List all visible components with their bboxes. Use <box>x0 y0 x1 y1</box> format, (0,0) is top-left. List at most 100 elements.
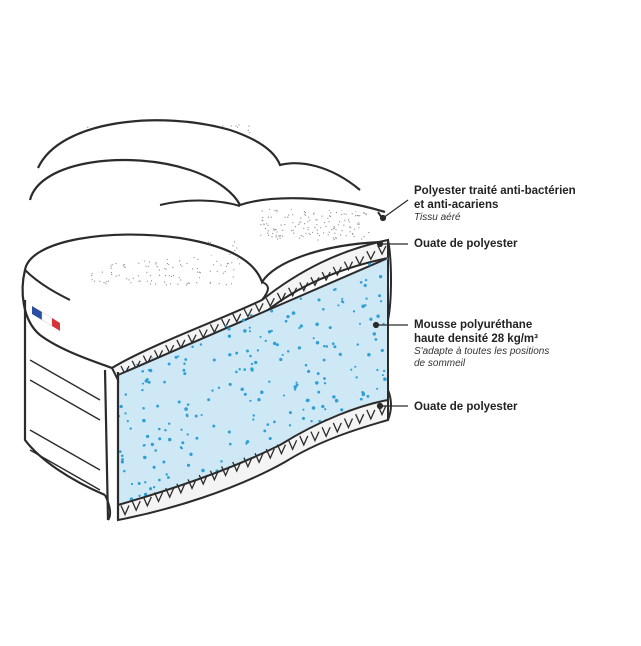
foam-dot <box>279 357 283 362</box>
stipple-dot <box>328 220 330 223</box>
foam-dot <box>374 338 378 341</box>
foam-dot <box>334 398 339 403</box>
stipple-dot <box>208 241 210 243</box>
foam-dot <box>231 501 235 504</box>
quilt-chevron <box>366 250 376 261</box>
foam-dot <box>364 304 367 307</box>
foam-dot <box>304 260 307 264</box>
foam-dot <box>144 481 147 484</box>
stipple-dot <box>262 220 264 222</box>
quilt-chevron <box>321 426 331 438</box>
foam-dot <box>319 489 323 493</box>
foam-dot <box>140 308 143 311</box>
foam-dot <box>376 314 380 318</box>
foam-dot <box>158 427 161 431</box>
foam-dot <box>382 422 386 426</box>
foam-dot <box>378 274 383 279</box>
foam-dot <box>361 304 365 309</box>
foam-dot <box>307 369 311 373</box>
stipple-dot <box>93 280 96 282</box>
foam-dot <box>213 273 217 277</box>
quilt-chevron <box>366 409 376 421</box>
stipple-dot <box>110 267 112 269</box>
foam-dot <box>384 425 387 428</box>
stipple-dot <box>343 213 345 215</box>
foam-dot <box>254 488 259 493</box>
stipple-dot <box>260 224 262 226</box>
foam-dot <box>267 330 272 334</box>
stipple-dot <box>277 238 279 240</box>
stipple-dot <box>154 283 157 285</box>
foam-dot <box>182 368 186 372</box>
foam-dot <box>319 457 323 460</box>
stipple-dot <box>158 274 161 276</box>
stipple-dot <box>170 275 173 277</box>
label-upper-ouate: Ouate de polyester <box>414 237 634 251</box>
stipple-dot <box>222 272 224 274</box>
foam-dot <box>270 329 273 333</box>
foam-dot <box>217 386 221 390</box>
foam-dot <box>359 280 363 284</box>
foam-dot <box>184 407 188 411</box>
stipple-dot <box>111 274 113 276</box>
foam-dot <box>256 349 260 352</box>
quilt-chevron <box>265 448 275 460</box>
stipple-dot <box>193 256 195 259</box>
stipple-dot <box>179 264 182 266</box>
stipple-dot <box>236 247 238 249</box>
quilt-chevron <box>209 470 219 482</box>
foam-dot <box>152 300 156 304</box>
foam-dot <box>161 325 165 329</box>
foam-dot <box>333 345 337 349</box>
foam-dot <box>352 310 356 313</box>
stipple-dot <box>91 279 93 281</box>
foam-dot <box>298 268 302 273</box>
stipple-dot <box>307 229 309 231</box>
stipple-dot <box>362 212 365 214</box>
stipple-dot <box>365 213 367 215</box>
foam-dot <box>149 334 152 338</box>
stipple-dot <box>276 209 278 211</box>
foam-dot <box>182 267 186 270</box>
foam-dot <box>322 460 326 464</box>
stipple-dot <box>280 224 282 226</box>
foam-dot <box>254 360 258 365</box>
foam-dot <box>183 362 186 366</box>
stipple-dot <box>130 282 132 284</box>
stipple-dot <box>288 214 290 216</box>
stipple-dot <box>341 230 343 232</box>
stipple-dot <box>305 232 307 234</box>
foam-dot <box>130 482 134 486</box>
stipple-dot <box>271 236 273 238</box>
foam-dot <box>367 353 371 357</box>
foam-dot <box>211 389 214 392</box>
foam-dot <box>323 377 326 380</box>
foam-dot <box>120 460 124 464</box>
foam-dot <box>209 313 213 317</box>
stipple-dot <box>226 263 229 265</box>
stipple-dot <box>239 263 241 265</box>
foam-dot <box>131 320 135 324</box>
foam-dot <box>152 486 156 489</box>
foam-dot <box>361 392 365 397</box>
foam-dot <box>211 304 214 308</box>
foam-dot <box>285 276 288 279</box>
stipple-dot <box>269 208 271 210</box>
quilt-chevron <box>176 483 186 495</box>
stipple-dot <box>327 234 329 236</box>
stipple-dot <box>361 238 363 240</box>
foam-dot <box>325 455 328 459</box>
foam-dot <box>143 455 147 460</box>
foam-dot <box>201 468 205 473</box>
foam-dot <box>215 275 218 279</box>
foam-dot <box>366 394 370 398</box>
foam-dot <box>350 368 353 371</box>
foam-dot <box>145 434 150 439</box>
stipple-dot <box>237 258 239 260</box>
foam-dot <box>282 394 285 397</box>
foam-dot <box>378 294 382 298</box>
quilt-chevron <box>276 292 287 303</box>
foam-dot <box>254 273 258 277</box>
stipple-dot <box>128 279 130 281</box>
foam-dot <box>186 463 191 467</box>
